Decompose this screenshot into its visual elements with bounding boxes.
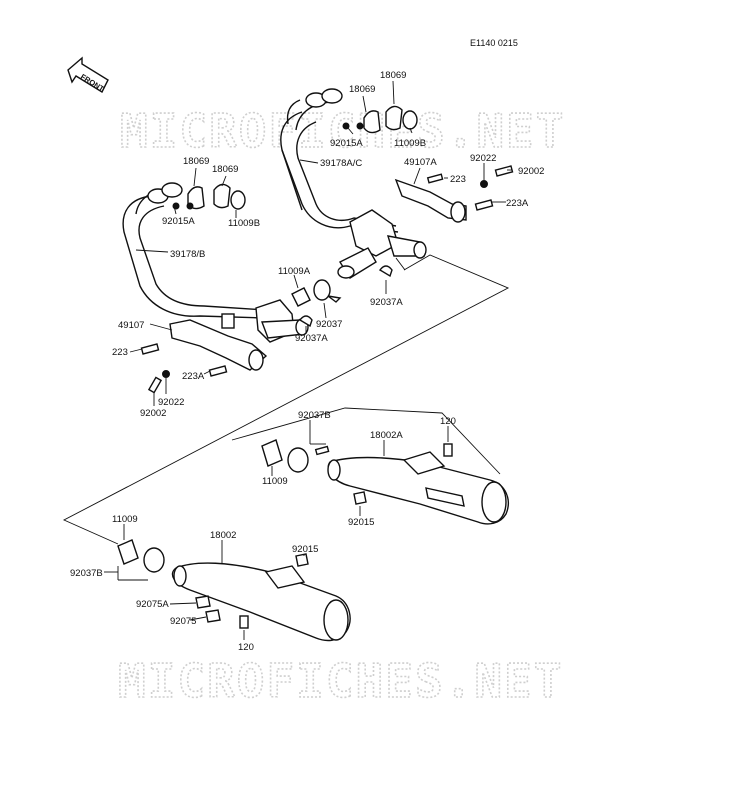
label-92015-right: 92015 (348, 517, 374, 528)
label-92075: 92075 (170, 616, 196, 627)
label-39178b: 39178/B (170, 249, 205, 260)
bolt-120-bottom (239, 615, 249, 629)
bolt-120-right (443, 443, 453, 457)
diagram-code: E1140 0215 (470, 38, 518, 48)
bolts-left (140, 343, 228, 394)
header-pipe-right (280, 88, 427, 279)
label-18069-c: 18069 (183, 156, 209, 167)
label-11009b-left: 11009B (228, 218, 260, 229)
gasket-11009-left (117, 539, 165, 573)
label-18002a: 18002A (370, 430, 403, 441)
gasket-11009a (291, 279, 342, 328)
muffler-18002 (171, 562, 351, 642)
label-92037b-right: 92037B (298, 410, 331, 421)
label-49107: 49107 (118, 320, 144, 331)
label-92022-top: 92022 (470, 153, 496, 164)
clamp-18069-left (172, 183, 246, 210)
nut-92015-left (295, 553, 309, 567)
nut-92015-right (353, 491, 367, 505)
label-120-bottom: 120 (238, 642, 254, 653)
header-pipe-left (122, 182, 309, 343)
assembly-lines (62, 254, 510, 545)
label-120-right: 120 (440, 416, 456, 427)
label-223a-left: 223A (182, 371, 205, 382)
watermark-top: MICROFICHES.NET (120, 104, 565, 158)
bracket-49107 (169, 313, 268, 371)
label-223a-top: 223A (506, 198, 529, 209)
label-223-left: 223 (112, 347, 128, 358)
bolts-upper-right (426, 165, 514, 211)
label-11009b-top: 11009B (394, 138, 426, 149)
label-92015-left: 92015 (292, 544, 318, 555)
label-92037a-right: 92037A (370, 297, 403, 308)
leader-lines (104, 80, 512, 640)
label-92075a: 92075A (136, 599, 169, 610)
label-223-top: 223 (450, 174, 466, 185)
label-11009a: 11009A (278, 266, 311, 277)
label-92002-top: 92002 (518, 166, 544, 177)
label-92015a-left: 92015A (162, 216, 195, 227)
label-49107a: 49107A (404, 157, 437, 168)
label-11009-right: 11009 (262, 476, 288, 487)
label-18002: 18002 (210, 530, 236, 541)
nuts-92075 (195, 595, 221, 623)
label-92022-left: 92022 (158, 397, 184, 408)
label-92037b-left: 92037B (70, 568, 103, 579)
label-18069-a: 18069 (349, 84, 375, 95)
gasket-11009-right (261, 439, 330, 473)
watermark-bottom: MICROFICHES.NET (118, 654, 563, 708)
label-11009-left: 11009 (112, 514, 138, 525)
label-18069-d: 18069 (212, 164, 238, 175)
label-92002-left: 92002 (140, 408, 166, 419)
label-92015a-top: 92015A (330, 138, 363, 149)
label-39178ac: 39178A/C (320, 158, 362, 169)
label-92037: 92037 (316, 319, 342, 330)
label-18069-b: 18069 (380, 70, 406, 81)
bracket-49107a (394, 178, 467, 223)
clip-92037a-right (378, 265, 393, 278)
label-92037a-mid: 92037A (295, 333, 328, 344)
front-arrow-icon: FRONT (67, 56, 109, 94)
muffler-18002a (327, 451, 509, 525)
